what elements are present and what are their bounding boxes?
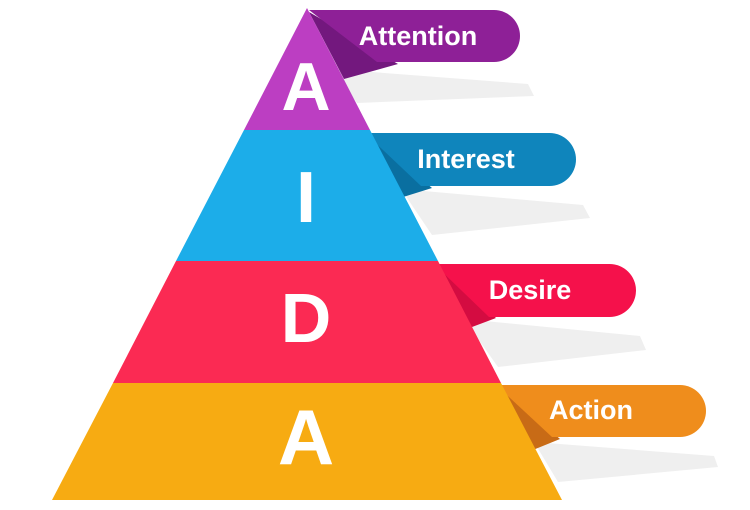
pyramid-layer-desire	[113, 261, 501, 383]
pyramid-letter-desire: D	[281, 279, 332, 357]
pyramid-layer-action	[52, 383, 562, 500]
pyramid-letter-action: A	[278, 393, 334, 481]
banner-action	[496, 385, 706, 437]
stage-desire: Desire	[434, 264, 646, 367]
banner-attention	[309, 10, 520, 62]
pyramid: A I D A	[52, 8, 562, 500]
banner-label-interest: Interest	[417, 144, 515, 174]
stage-action: Action	[496, 385, 718, 482]
banner-label-attention: Attention	[359, 21, 477, 51]
banner-label-desire: Desire	[489, 275, 572, 305]
pyramid-layer-interest	[176, 130, 438, 261]
banner-shadow-action	[534, 442, 718, 482]
banner-desire	[434, 264, 636, 317]
banner-interest	[365, 133, 576, 186]
banner-shadow-attention	[333, 69, 534, 103]
banner-label-action: Action	[549, 395, 633, 425]
banner-shadow-interest	[401, 189, 590, 235]
stage-interest: Interest	[365, 133, 590, 235]
stage-attention: Attention	[309, 10, 534, 103]
pyramid-letter-interest: I	[296, 158, 316, 238]
banner-shadow-desire	[464, 319, 646, 367]
pyramid-layer-attention	[244, 8, 370, 130]
banner-fold-desire	[440, 268, 496, 330]
pyramid-letter-attention: A	[281, 49, 330, 125]
banner-fold-attention	[309, 12, 398, 79]
